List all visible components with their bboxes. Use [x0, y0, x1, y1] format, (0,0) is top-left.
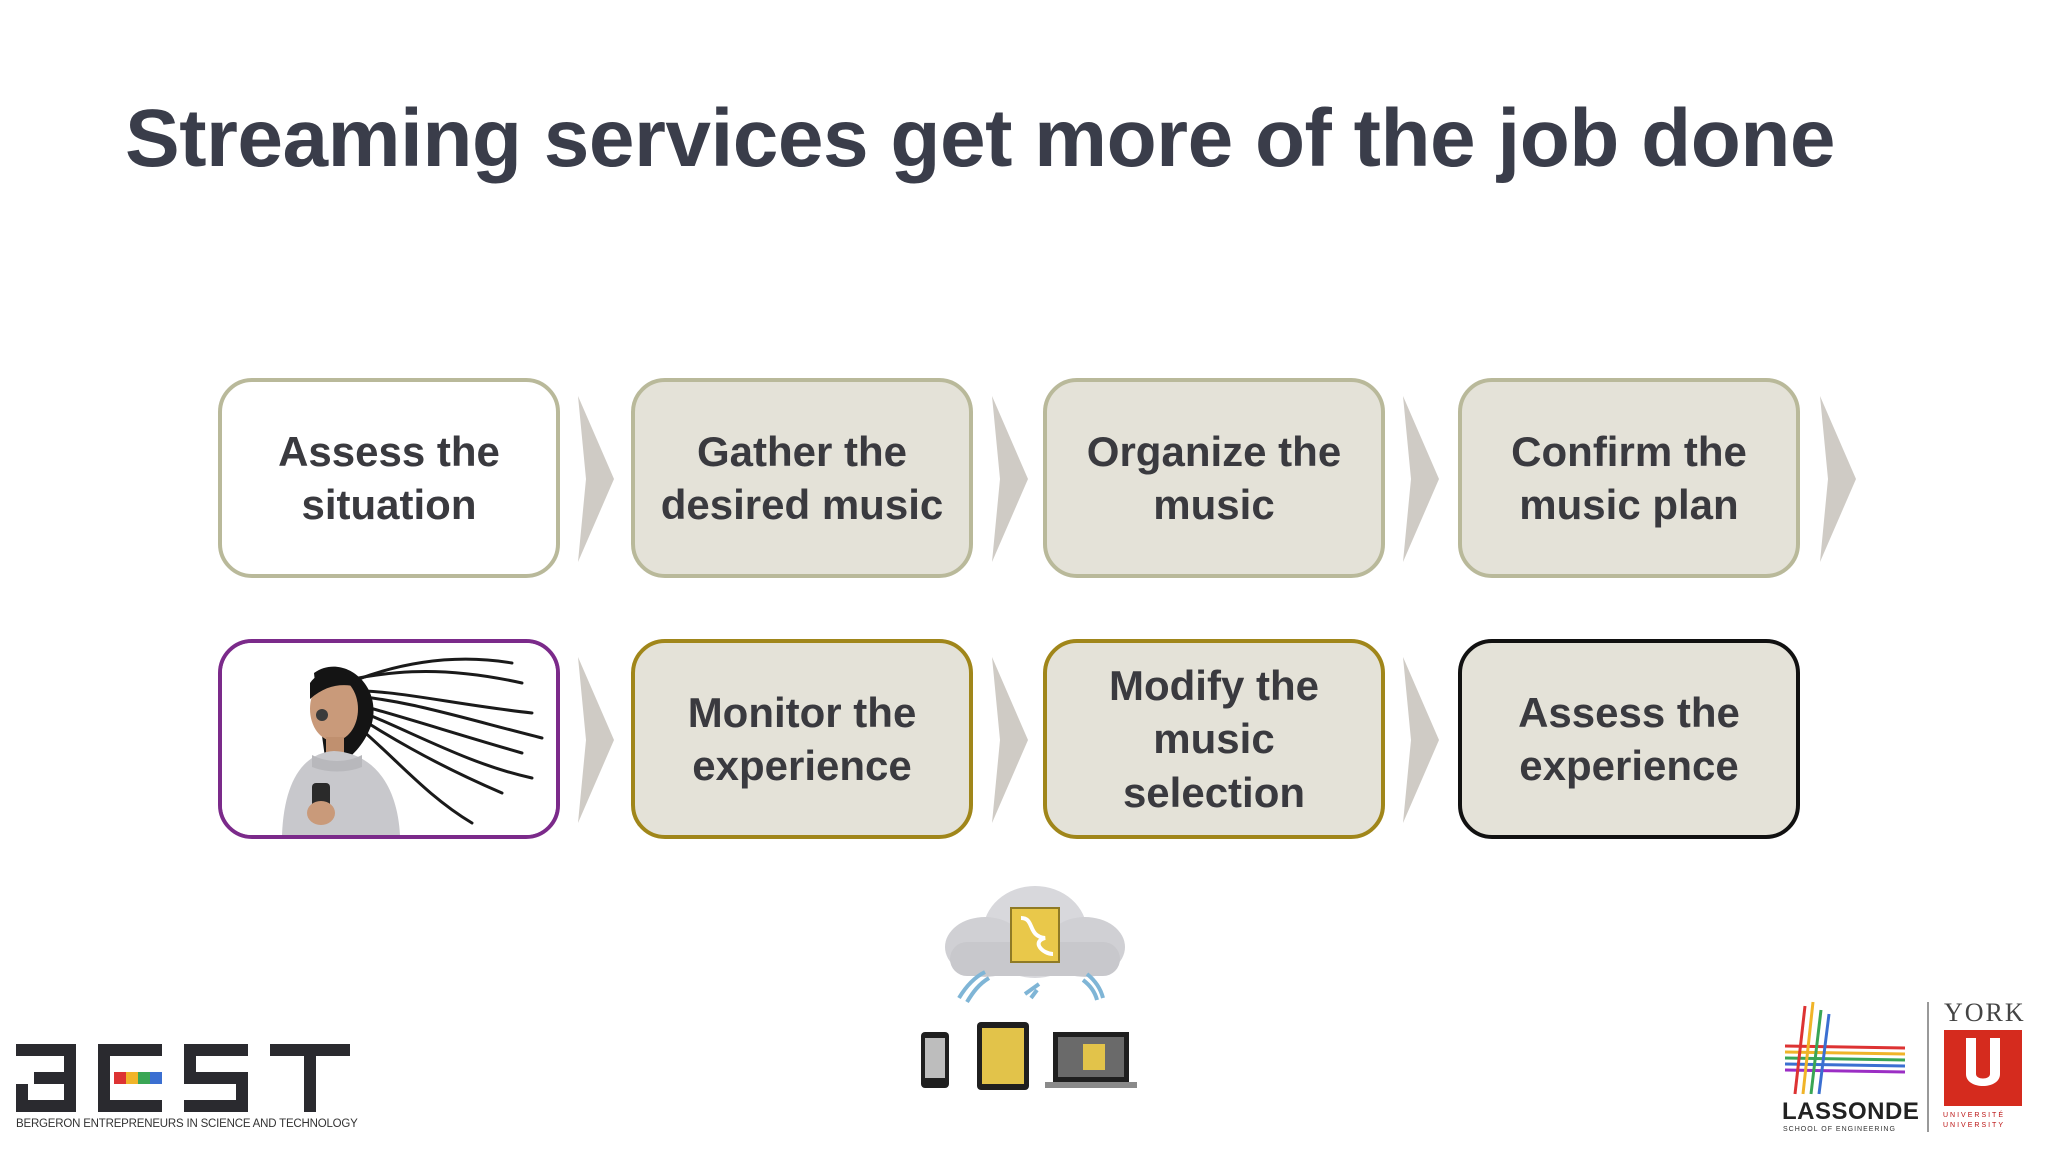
- best-subtitle: BERGERON ENTREPRENEURS IN SCIENCE AND TE…: [16, 1118, 358, 1130]
- step-organize-music: Organize the music: [1043, 378, 1385, 578]
- chevron-right-icon: [578, 657, 622, 823]
- york-subtitle-fr: UNIVERSITÉ: [1943, 1112, 2006, 1119]
- york-u-logo: [1944, 1030, 2022, 1106]
- step-modify-selection: Modify the music selection: [1043, 639, 1385, 839]
- lassonde-wordmark: LASSONDE: [1782, 1098, 1920, 1125]
- step-label: Gather the desired music: [660, 427, 944, 528]
- lassonde-logo: [1775, 996, 1915, 1136]
- chevron-right-icon: [1403, 657, 1447, 823]
- phone-icon: [921, 1032, 949, 1088]
- wifi-icon: [957, 970, 1105, 1004]
- chevron-right-icon: [578, 396, 622, 562]
- step-label: Assess the situation: [278, 427, 500, 528]
- step-label: Confirm the music plan: [1511, 427, 1747, 528]
- cloud-icon: [945, 886, 1125, 978]
- chevron-right-icon: [992, 396, 1036, 562]
- step-assess-situation: Assess the situation: [218, 378, 560, 578]
- woman-listening-music-image: [222, 643, 556, 835]
- tablet-icon: [977, 1022, 1029, 1090]
- step-monitor-experience: Monitor the experience: [631, 639, 973, 839]
- cloud-sync-illustration: [905, 872, 1165, 1102]
- chevron-right-icon: [992, 657, 1036, 823]
- step-confirm-plan: Confirm the music plan: [1458, 378, 1800, 578]
- step-assess-experience: Assess the experience: [1458, 639, 1800, 839]
- logo-divider: [1927, 1002, 1929, 1132]
- york-wordmark: YORK: [1944, 998, 2026, 1027]
- lassonde-subtitle: SCHOOL OF ENGINEERING: [1783, 1126, 1896, 1133]
- best-logo: [14, 1040, 354, 1136]
- step-label: Assess the experience: [1518, 688, 1740, 789]
- step-label: Organize the music: [1086, 427, 1342, 528]
- chevron-right-icon: [1403, 396, 1447, 562]
- laptop-icon: [1045, 1032, 1137, 1088]
- page-title: Streaming services get more of the job d…: [125, 93, 1836, 184]
- step-gather-music: Gather the desired music: [631, 378, 973, 578]
- step-label: Monitor the experience: [687, 688, 917, 789]
- step-label: Modify the music selection: [1109, 662, 1319, 816]
- york-subtitle-en: UNIVERSITY: [1943, 1122, 2006, 1129]
- chevron-right-icon: [1820, 396, 1864, 562]
- listener-photo: [218, 639, 560, 839]
